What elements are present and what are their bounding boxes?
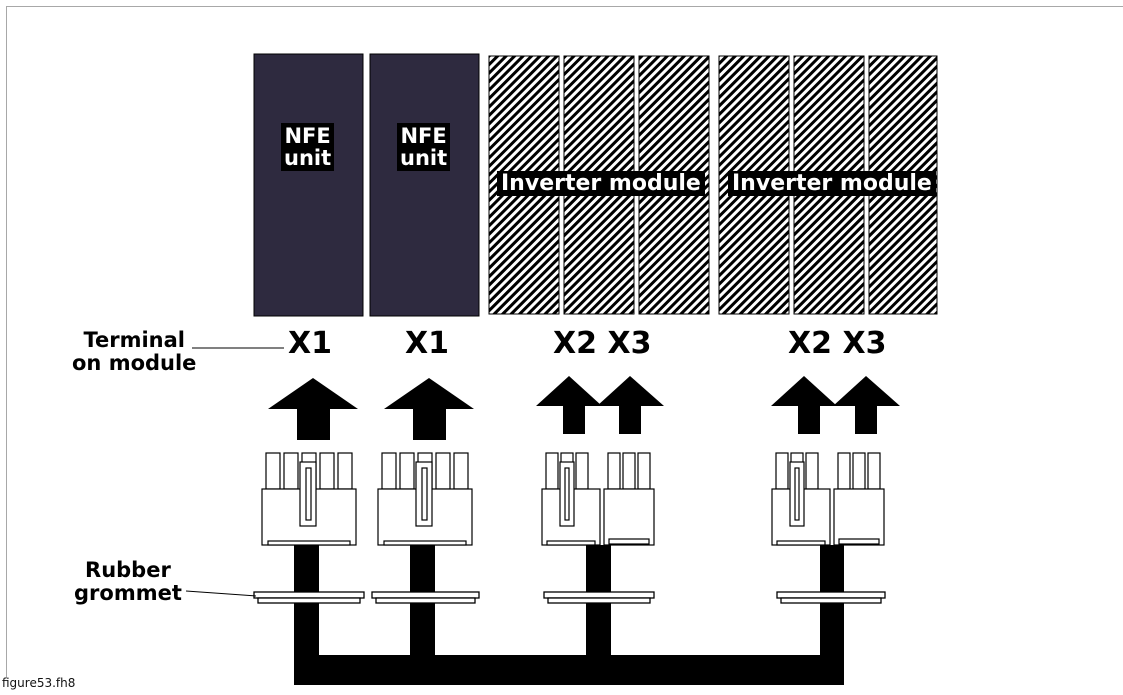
- grommet-leader-line: [185, 590, 257, 597]
- nfe-unit-2-label: NFE unit: [397, 123, 451, 172]
- arrow-x1-nfe2: [384, 378, 474, 440]
- figure-border: [6, 6, 1123, 678]
- terminal-x1-nfe1: X1: [288, 326, 333, 361]
- rubber-grommet-label: Rubber grommet: [74, 558, 182, 606]
- grommet-2b: [375, 597, 476, 604]
- arrow-x3-inv2: [833, 376, 900, 434]
- connector-x2-inv1: [541, 452, 601, 546]
- connector-x3-inv2: [833, 452, 885, 546]
- terminal-label-line1: Terminal: [83, 328, 185, 352]
- grommet-label-line1: Rubber: [85, 558, 171, 582]
- nfe-unit-2-body: [369, 53, 480, 317]
- grommets: [253, 591, 886, 604]
- connector-x3-inv1: [603, 452, 655, 546]
- connector-x1-nfe1: [261, 452, 357, 546]
- grommet-1b: [257, 597, 361, 604]
- arrow-x1-nfe1: [268, 378, 358, 440]
- grommet-1: [253, 591, 365, 599]
- inverter-module-1-label: Inverter module: [497, 171, 705, 197]
- nfe-unit-1-label-line1: NFE: [284, 124, 331, 148]
- terminal-on-module-label: Terminal on module: [72, 328, 197, 376]
- grommet-4: [776, 591, 886, 599]
- arrow-x3-inv1: [597, 376, 664, 434]
- terminal-x2-x3-inv2: X2 X3: [788, 326, 887, 361]
- connector-x2-inv2: [771, 452, 831, 546]
- arrow-x2-inv1: [536, 376, 602, 434]
- terminal-x2-x3-inv1: X2 X3: [553, 326, 652, 361]
- figure-caption: figure53.fh8: [2, 676, 76, 690]
- nfe-unit-1-label-line2: unit: [284, 146, 332, 171]
- grommet-3: [543, 591, 655, 599]
- nfe-unit-1-label: NFE unit: [281, 123, 335, 172]
- nfe-unit-1-body: [253, 53, 364, 317]
- grommet-4b: [780, 597, 882, 604]
- grommet-3b: [547, 597, 651, 604]
- grommet-label-line2: grommet: [74, 581, 182, 606]
- nfe-unit-2-label-line1: NFE: [400, 124, 447, 148]
- cable-harness: [294, 545, 844, 685]
- connector-x1-nfe2: [377, 452, 473, 546]
- grommet-2: [371, 591, 480, 599]
- terminal-x1-nfe2: X1: [405, 326, 450, 361]
- terminal-label-line2: on module: [72, 351, 197, 376]
- arrow-x2-inv2: [771, 376, 837, 434]
- nfe-unit-2-label-line2: unit: [400, 146, 448, 171]
- inverter-module-2-label: Inverter module: [728, 171, 936, 197]
